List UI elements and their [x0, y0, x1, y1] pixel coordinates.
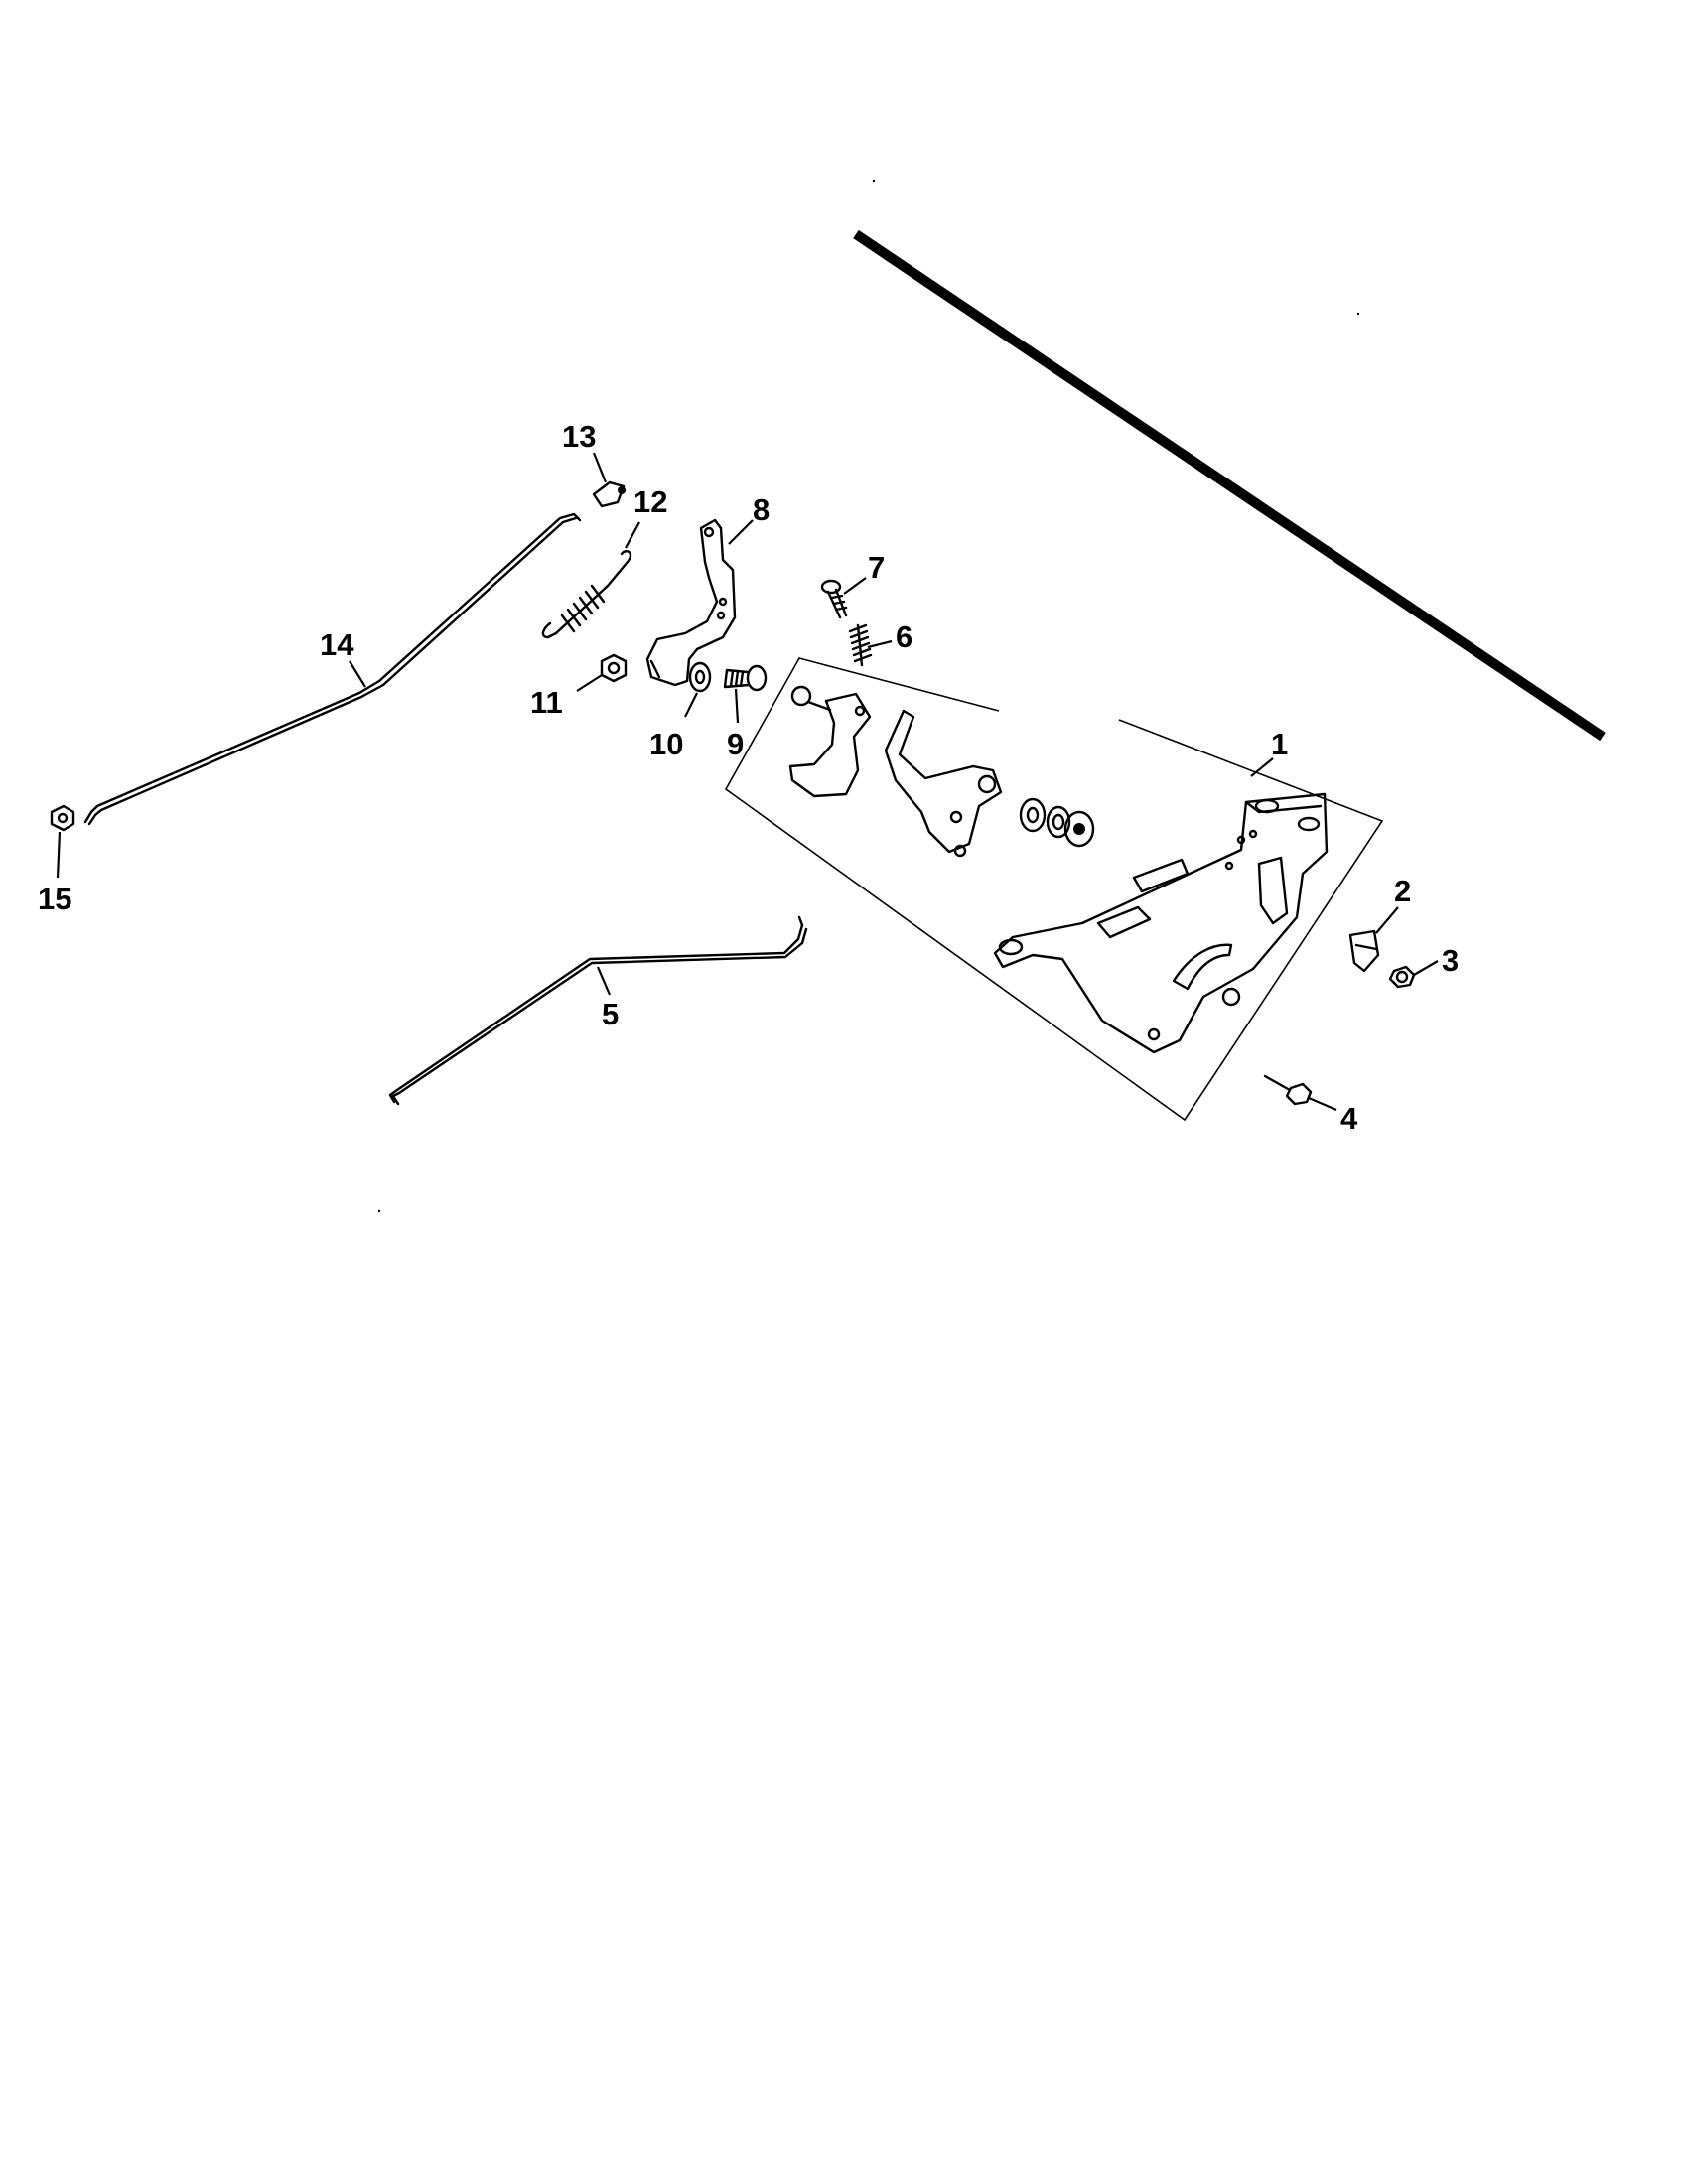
clip-drawing: [1348, 929, 1380, 973]
leader-3: [1413, 960, 1439, 976]
leader-9: [734, 688, 740, 724]
callout-15: 15: [38, 882, 71, 916]
callout-14: 14: [320, 627, 354, 662]
callout-7: 7: [868, 550, 885, 585]
rod-drawing: [388, 915, 808, 1106]
nut-drawing: [50, 804, 75, 832]
callout-labels: 1 2 3 4 5 6 7 8 9 10 11 12 13 14 15: [38, 419, 1459, 1136]
scan-speck: [1356, 312, 1360, 316]
callout-5: 5: [602, 997, 619, 1031]
leader-lines: [56, 452, 1439, 1112]
leader-2: [1375, 906, 1399, 934]
leader-14: [349, 660, 366, 688]
control-bracket-assembly-drawing: [724, 657, 1384, 1122]
callout-12: 12: [633, 484, 667, 519]
leader-7: [843, 577, 867, 595]
leader-5: [596, 966, 612, 996]
screw-drawing: [1388, 965, 1416, 989]
leader-1: [1250, 757, 1274, 777]
bolt-drawing: [723, 664, 768, 692]
callout-10: 10: [649, 727, 683, 761]
nut-drawing: [600, 653, 628, 683]
callout-3: 3: [1442, 943, 1459, 978]
scan-speck: [377, 1209, 381, 1213]
leader-13: [592, 452, 608, 483]
screw-drawing: [1263, 1074, 1313, 1106]
callout-11: 11: [530, 685, 563, 720]
scan-speck: [872, 179, 876, 183]
washer-drawing: [688, 661, 712, 693]
leader-12: [625, 521, 640, 549]
leader-8: [728, 519, 754, 545]
clip-drawing: [592, 480, 626, 508]
spring-drawing: [541, 550, 632, 639]
engine-outline-line: [853, 229, 1606, 742]
leader-15: [56, 831, 62, 879]
callout-2: 2: [1394, 874, 1411, 908]
callout-1: 1: [1271, 727, 1288, 761]
callout-4: 4: [1340, 1101, 1358, 1136]
spring-drawing: [848, 623, 873, 667]
leader-11: [576, 674, 603, 692]
lever-drawing: [645, 518, 737, 687]
screw-drawing: [820, 579, 848, 619]
leader-4: [1308, 1096, 1337, 1112]
callout-8: 8: [753, 492, 770, 527]
callout-6: 6: [896, 619, 912, 654]
callout-13: 13: [562, 419, 596, 454]
leader-10: [684, 692, 698, 718]
rod-drawing: [83, 512, 582, 826]
leader-6: [867, 639, 893, 649]
callout-9: 9: [727, 727, 744, 761]
